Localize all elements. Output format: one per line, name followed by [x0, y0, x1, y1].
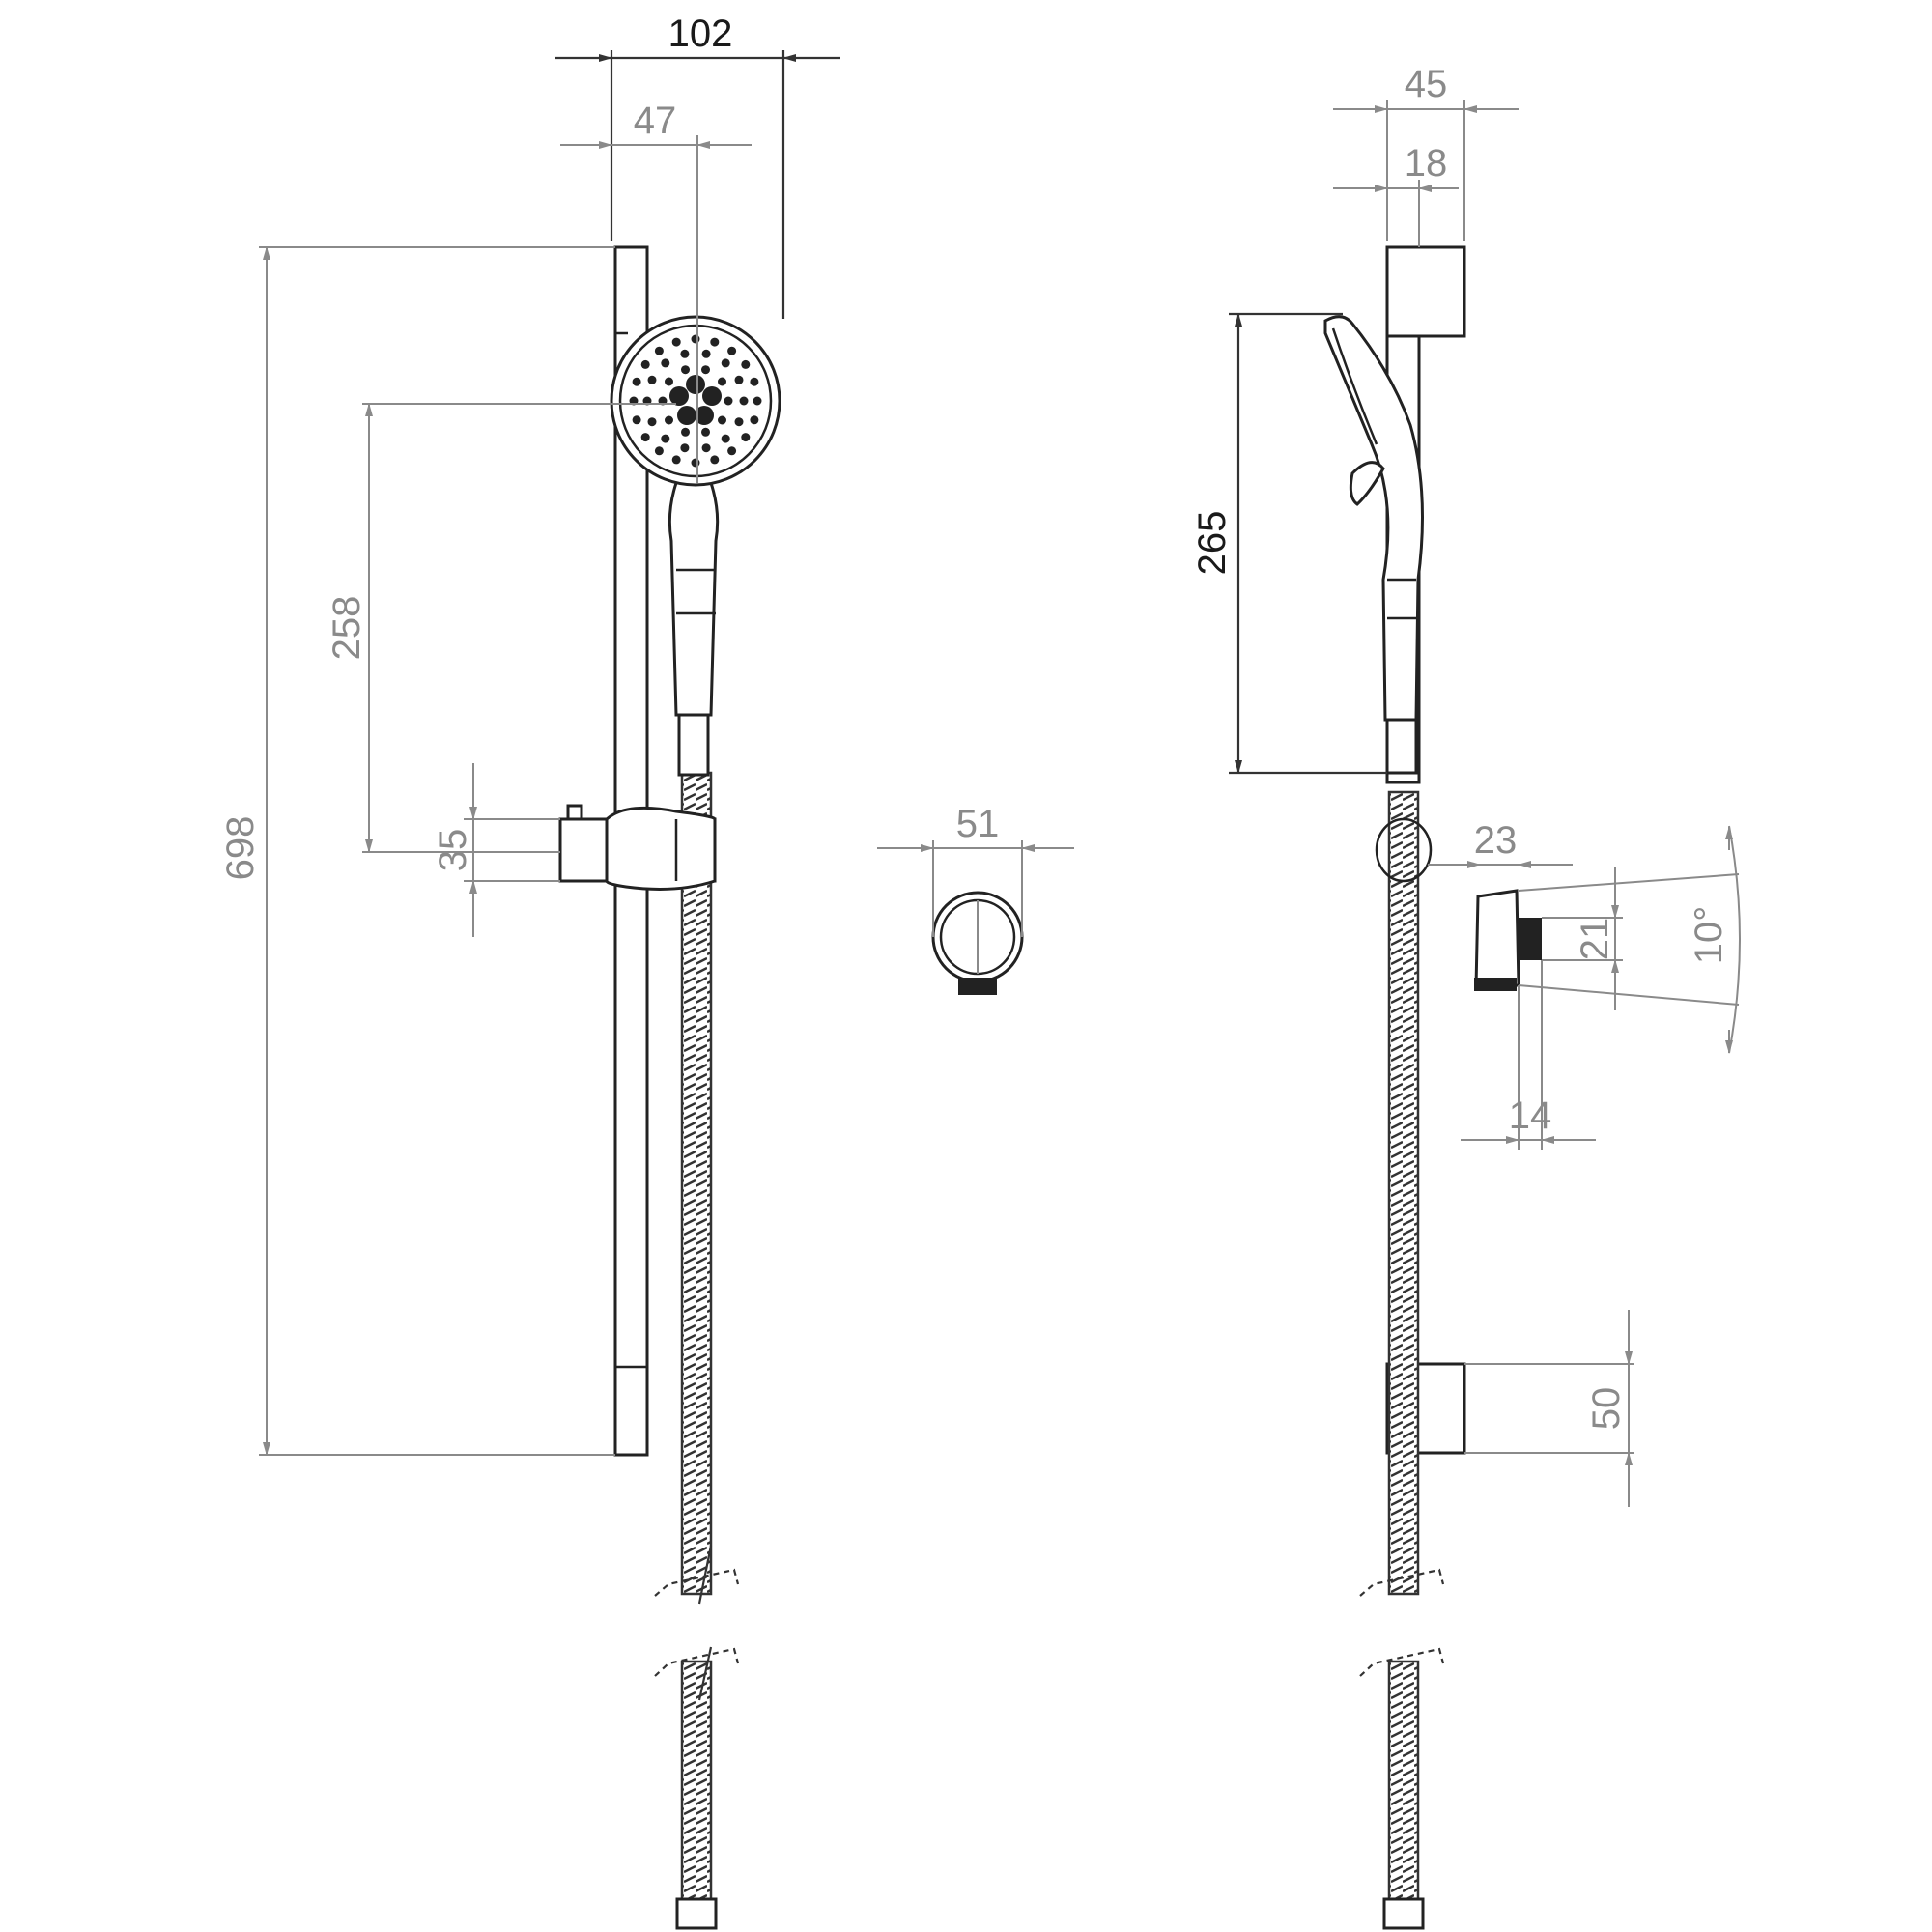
dim-14-label: 14 [1509, 1094, 1552, 1137]
spray-nozzle [654, 446, 664, 456]
dimension-outlet-thread: 14 [1461, 960, 1596, 1150]
spray-nozzle [647, 375, 657, 384]
dimension-handset-length: 265 [1191, 312, 1387, 775]
dim-102-label: 102 [668, 13, 733, 55]
spray-nozzle [753, 396, 762, 406]
top-bracket [1385, 245, 1466, 338]
spray-nozzle [741, 359, 751, 369]
dim-21-label: 21 [1574, 918, 1616, 961]
spray-nozzle [640, 359, 650, 369]
spray-nozzle [680, 443, 690, 453]
spray-nozzle [701, 443, 711, 453]
spray-nozzle [701, 427, 710, 437]
spray-nozzle [632, 377, 641, 386]
spray-nozzle [680, 349, 690, 358]
dimension-head-offset: 47 [560, 99, 752, 483]
dim-47-label: 47 [634, 99, 677, 142]
side-view: 45 18 265 23 [1191, 63, 1741, 1930]
dim-265-label: 265 [1191, 511, 1234, 576]
spray-nozzle [718, 415, 726, 425]
dim-698-label: 698 [219, 816, 262, 881]
spray-nozzle [647, 417, 657, 427]
dimension-rail-height: 698 [219, 246, 615, 1456]
spray-nozzle [710, 455, 720, 465]
spray-nozzle [681, 427, 690, 437]
dimension-depth-overall: 45 [1333, 63, 1519, 242]
dim-18-label: 18 [1405, 142, 1448, 185]
spray-nozzle [721, 434, 730, 443]
spray-nozzle [665, 415, 673, 425]
spray-nozzle [734, 417, 744, 427]
spray-nozzle [671, 337, 681, 347]
spray-nozzle [727, 346, 737, 355]
spray-nozzle [701, 349, 711, 358]
dim-23-label: 23 [1474, 819, 1518, 862]
spray-nozzle [691, 334, 700, 344]
spray-nozzle [724, 396, 733, 406]
shower-hose [654, 771, 740, 1930]
dimension-bracket-height: 50 [1464, 1310, 1634, 1507]
spray-nozzle [741, 433, 751, 442]
dimension-head-to-slider: 258 [326, 403, 676, 853]
spray-nozzle [721, 358, 730, 368]
dimension-outlet-angle: 10° [1518, 825, 1741, 1054]
shower-hose-side [1359, 790, 1445, 1930]
spray-nozzle [750, 377, 759, 386]
spray-nozzle [734, 375, 744, 384]
spray-nozzles [629, 334, 762, 468]
spray-nozzle [691, 458, 700, 468]
spray-nozzle [671, 455, 681, 465]
front-view: 102 47 698 258 [219, 13, 840, 1930]
dim-10deg-label: 10° [1688, 906, 1730, 965]
spray-nozzle [661, 434, 670, 443]
spray-nozzle [654, 346, 664, 355]
spray-nozzle [718, 377, 726, 386]
spray-nozzle [661, 358, 670, 368]
spray-nozzle [701, 365, 710, 375]
dim-50-label: 50 [1585, 1387, 1628, 1431]
spray-nozzle [640, 433, 650, 442]
spray-nozzle [632, 415, 641, 425]
hand-shower [610, 315, 781, 777]
spray-nozzle [750, 415, 759, 425]
dim-51-label: 51 [956, 803, 1000, 845]
dimension-slider-height: 35 [432, 763, 560, 937]
spray-nozzle [681, 365, 690, 375]
spray-nozzle [710, 337, 720, 347]
dim-35-label: 35 [432, 829, 474, 872]
spray-nozzle [739, 396, 749, 406]
dim-45-label: 45 [1405, 63, 1448, 105]
wall-outlet-side [1474, 889, 1542, 991]
hand-shower-side [1323, 315, 1424, 775]
dimension-outlet-height: 21 [1542, 867, 1623, 1010]
spray-nozzle [727, 446, 737, 456]
spray-nozzle [665, 377, 673, 386]
dimension-outlet-diameter: 51 [877, 803, 1074, 937]
wall-outlet-view: 51 [877, 803, 1074, 995]
dim-258-label: 258 [326, 596, 368, 661]
slider-bracket [558, 804, 717, 891]
dimension-rail-depth: 18 [1333, 142, 1459, 247]
dimension-outlet-depth: 23 [1428, 819, 1573, 868]
